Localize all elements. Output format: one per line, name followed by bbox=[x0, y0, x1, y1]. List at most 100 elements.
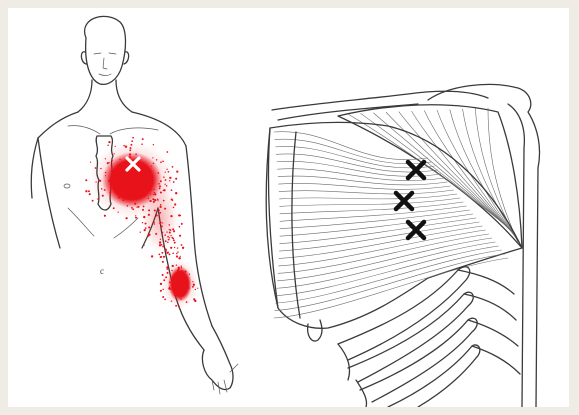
pain-dot bbox=[131, 140, 133, 142]
pain-dot bbox=[143, 205, 145, 207]
pain-dot bbox=[169, 237, 170, 238]
pain-dot bbox=[164, 208, 166, 210]
pain-dot bbox=[155, 233, 157, 235]
pain-dot bbox=[172, 199, 173, 200]
pain-dot bbox=[130, 147, 132, 149]
pain-dot bbox=[174, 203, 176, 205]
pain-dot bbox=[177, 251, 178, 252]
pain-dot bbox=[115, 146, 116, 147]
pain-dot bbox=[179, 235, 181, 237]
pain-dot bbox=[151, 255, 153, 257]
pain-dot bbox=[144, 193, 145, 194]
pain-dot bbox=[153, 201, 155, 203]
pain-dot bbox=[102, 195, 104, 197]
pain-dot bbox=[166, 185, 168, 187]
pain-dot bbox=[144, 223, 146, 225]
pain-dot bbox=[178, 267, 180, 269]
pain-dot bbox=[142, 138, 144, 140]
pain-dot bbox=[174, 295, 176, 297]
pain-dot bbox=[176, 253, 177, 254]
pain-dot bbox=[95, 167, 97, 169]
pain-dot bbox=[122, 199, 124, 201]
pain-dot bbox=[171, 270, 172, 271]
pain-dot bbox=[163, 256, 165, 258]
pain-dot bbox=[181, 244, 183, 246]
pain-dot bbox=[159, 212, 161, 214]
pain-dot bbox=[164, 184, 165, 185]
pain-dot bbox=[173, 181, 175, 183]
pain-dot bbox=[180, 298, 182, 300]
pain-dot bbox=[171, 189, 173, 191]
pain-dot bbox=[144, 229, 146, 231]
pain-dot bbox=[118, 211, 119, 212]
pain-dot bbox=[132, 189, 134, 191]
pain-dot bbox=[166, 231, 167, 232]
pain-dot bbox=[85, 179, 87, 181]
pain-dot bbox=[167, 151, 169, 153]
pain-dot bbox=[165, 171, 166, 172]
pain-dot bbox=[131, 207, 133, 209]
pain-dot bbox=[181, 265, 182, 266]
pain-dot bbox=[97, 198, 99, 200]
muscle-fiber bbox=[280, 202, 463, 214]
pain-dot bbox=[188, 284, 189, 285]
pain-dot bbox=[144, 171, 146, 173]
pain-dot bbox=[142, 209, 144, 211]
pain-dot bbox=[174, 247, 175, 248]
pain-dot bbox=[116, 171, 118, 173]
pain-dot bbox=[104, 215, 106, 217]
pain-dot bbox=[161, 225, 163, 227]
pain-dot bbox=[169, 180, 170, 181]
pain-dot bbox=[168, 171, 170, 173]
pain-dot bbox=[108, 180, 110, 182]
pain-dot bbox=[162, 222, 163, 223]
pain-dot bbox=[101, 188, 103, 190]
pain-dot bbox=[160, 204, 162, 206]
pain-dot bbox=[170, 215, 172, 217]
trigger-point-x-2 bbox=[396, 193, 412, 209]
pain-dot bbox=[111, 170, 113, 172]
pain-dot bbox=[137, 182, 139, 184]
pain-dot bbox=[166, 268, 168, 270]
pain-dot bbox=[136, 217, 138, 219]
pain-dot bbox=[159, 244, 161, 246]
figure-label: c bbox=[100, 266, 104, 276]
pain-dot bbox=[156, 159, 157, 160]
pain-dot bbox=[107, 162, 109, 164]
pain-dot bbox=[170, 177, 171, 178]
muscle-fiber bbox=[279, 190, 454, 194]
pain-dot bbox=[109, 191, 111, 193]
referred-pain-pattern bbox=[85, 137, 198, 308]
pain-dot bbox=[172, 252, 174, 254]
pain-dot bbox=[119, 183, 121, 185]
pain-dot bbox=[171, 300, 172, 301]
muscle-fiber bbox=[412, 111, 516, 236]
pain-dot bbox=[111, 160, 113, 162]
pain-dot bbox=[180, 256, 181, 257]
pain-dot bbox=[134, 203, 136, 205]
pain-dot bbox=[153, 221, 155, 223]
pain-dot bbox=[141, 143, 143, 145]
pain-dot bbox=[162, 261, 164, 263]
pain-dot bbox=[160, 222, 162, 224]
pain-dot bbox=[90, 161, 91, 162]
pain-dot bbox=[160, 256, 162, 258]
pain-dot bbox=[192, 281, 193, 282]
pain-dot bbox=[142, 222, 143, 223]
pain-dot bbox=[153, 194, 154, 195]
pain-dot bbox=[172, 276, 174, 278]
pain-dot bbox=[179, 306, 180, 307]
pain-dot bbox=[194, 300, 196, 302]
pain-dot bbox=[169, 286, 170, 287]
pain-dot bbox=[174, 242, 176, 244]
pain-dot bbox=[158, 209, 160, 211]
pain-dot bbox=[165, 276, 167, 278]
pain-dot bbox=[148, 198, 149, 199]
pain-dot bbox=[166, 252, 168, 254]
pain-dot bbox=[152, 198, 154, 200]
muscle-fiber bbox=[278, 234, 489, 273]
pain-dot bbox=[122, 188, 124, 190]
pain-dot bbox=[162, 274, 164, 276]
pain-dot bbox=[159, 206, 161, 208]
pain-dot bbox=[164, 234, 166, 236]
